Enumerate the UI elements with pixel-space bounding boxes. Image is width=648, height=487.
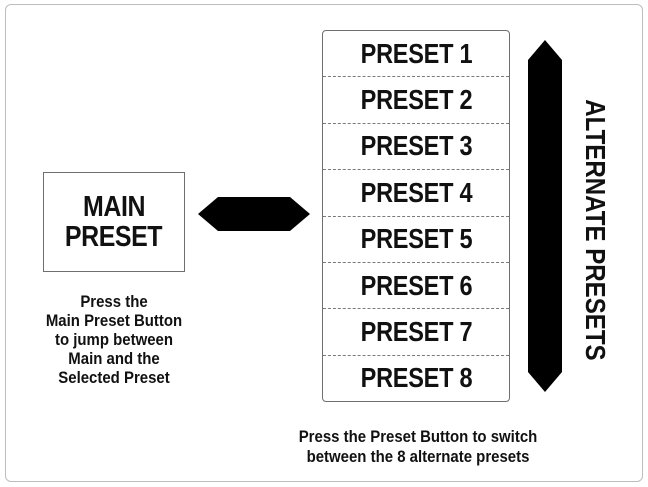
preset-row-8: PRESET 8 [323,356,509,401]
main-preset-note: Press the Main Preset Button to jump bet… [14,292,214,387]
alternate-preset-list: PRESET 1 PRESET 2 PRESET 3 PRESET 4 PRES… [322,30,510,402]
preset-row-2: PRESET 2 [323,77,509,124]
preset-row-6: PRESET 6 [323,263,509,310]
alternate-presets-label: ALTERNATE PRESETS [579,78,611,361]
main-note-line-3: to jump between [54,330,174,349]
preset-row-5: PRESET 5 [323,217,509,263]
horizontal-arrow-shape [198,197,310,231]
preset-row-1: PRESET 1 [323,31,509,78]
preset-label-1: PRESET 1 [360,37,472,69]
main-preset-box: MAIN PRESET [43,172,185,272]
main-note-line-4: Main and the [68,349,160,368]
vertical-arrow-shape [528,40,562,392]
main-note-line-5: Selected Preset [58,368,170,387]
alternate-presets-text: ALTERNATE PRESETS [580,99,611,361]
preset-label-5: PRESET 5 [360,223,472,255]
preset-label-2: PRESET 2 [360,84,472,116]
preset-row-7: PRESET 7 [323,309,509,356]
preset-row-3: PRESET 3 [323,124,509,171]
preset-label-7: PRESET 7 [360,315,472,347]
preset-button-note: Press the Preset Button to switch betwee… [248,427,588,467]
bottom-note-line-2: between the 8 alternate presets [306,447,530,466]
preset-label-4: PRESET 4 [360,176,472,208]
vertical-double-arrow-icon [528,40,562,392]
alternate-presets-label-wrap: ALTERNATE PRESETS [571,78,619,361]
main-preset-label-line-2: PRESET [65,221,163,253]
bottom-note-line-1: Press the Preset Button to switch [298,427,538,446]
main-preset-label-line-1: MAIN [82,191,145,223]
main-note-line-1: Press the [80,292,148,311]
main-note-line-2: Main Preset Button [45,311,183,330]
preset-label-3: PRESET 3 [360,130,472,162]
preset-label-6: PRESET 6 [360,269,472,301]
preset-label-8: PRESET 8 [360,362,472,394]
horizontal-double-arrow-icon [198,197,310,231]
outer-frame [5,4,643,482]
preset-row-4: PRESET 4 [323,170,509,217]
